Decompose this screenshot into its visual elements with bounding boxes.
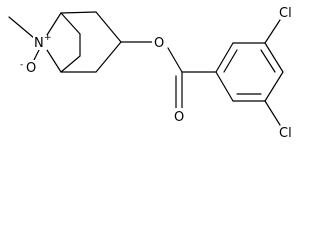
aryl-double-bond-inner-2	[260, 49, 276, 73]
aryl-bond-1	[215, 42, 234, 73]
chlorine-bottom-label: Cl	[279, 126, 292, 141]
aryl-double-bond-inner-1	[223, 49, 238, 73]
ester-oxygen-carbonyl-bond	[167, 47, 183, 73]
chlorine-top-label: Cl	[279, 6, 292, 21]
nitrogen-charge-label: +	[44, 33, 52, 43]
aryl-bond-6	[215, 71, 234, 102]
ethano-bridge-top-bond	[60, 12, 81, 35]
cl-bottom-bond	[264, 100, 281, 126]
aryl-bond-4	[264, 71, 284, 102]
aryl-bond-3	[264, 42, 284, 73]
n-bridgehead-bottom-bond	[46, 49, 62, 73]
ester-oxygen-label: O	[154, 36, 164, 51]
nitrogen-atom-label: N	[34, 36, 44, 51]
carbonyl-oxygen-label: O	[174, 110, 184, 125]
ring-c3-c4-bond	[95, 41, 122, 73]
ethano-bridge-bottom-bond	[60, 55, 81, 73]
ring-c2-c3-bond	[95, 11, 122, 43]
n-bridgehead-top-bond	[46, 12, 62, 36]
bridge-top-right-bond	[60, 11, 97, 14]
n-oxide-oxygen-label: O	[26, 61, 36, 76]
n-oxide-charge-label: -	[20, 60, 23, 70]
n-methyl-bond	[8, 16, 35, 39]
structure-diagram: N + O - O O Cl Cl	[8, 6, 292, 141]
cl-top-bond	[264, 19, 281, 44]
